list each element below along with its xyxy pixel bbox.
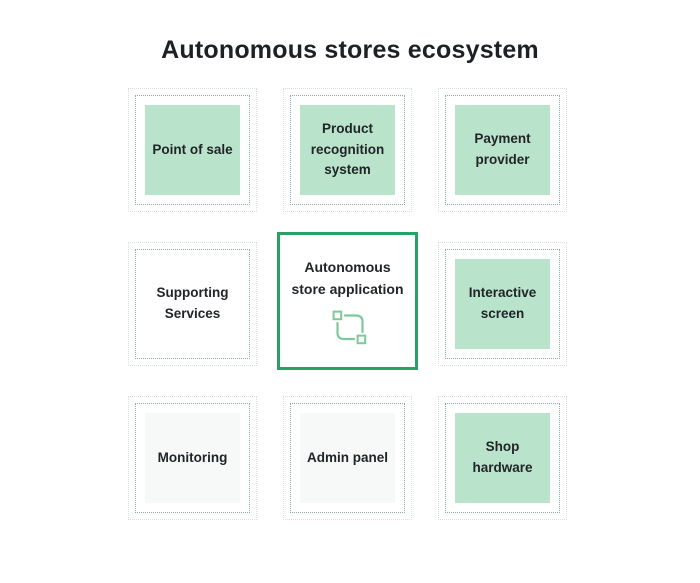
center-cell-content: Autonomous store application bbox=[280, 250, 415, 353]
cell-supporting-services: Supporting Services bbox=[128, 242, 257, 366]
cell-payment-provider: Payment provider bbox=[438, 88, 567, 212]
cell-autonomous-store-application: Autonomous store application bbox=[277, 232, 418, 370]
cell-label: Monitoring bbox=[145, 413, 240, 503]
cell-label: Supporting Services bbox=[156, 285, 229, 321]
cell-inner-frame: Product recognition system bbox=[290, 95, 405, 205]
cell-label: Shop hardware bbox=[455, 413, 550, 503]
cell-inner-frame: Admin panel bbox=[290, 403, 405, 513]
transform-icon bbox=[332, 310, 366, 345]
cell-inner-frame: Payment provider bbox=[445, 95, 560, 205]
cell-label: Interactive screen bbox=[455, 259, 550, 349]
cell-point-of-sale: Point of sale bbox=[128, 88, 257, 212]
cell-inner-frame: Supporting Services bbox=[135, 249, 250, 359]
cell-label: Admin panel bbox=[300, 413, 395, 503]
cell-inner-frame: Shop hardware bbox=[445, 403, 560, 513]
cell-inner-frame: Interactive screen bbox=[445, 249, 560, 359]
cell-inner-frame: Monitoring bbox=[135, 403, 250, 513]
cell-inner-frame: Point of sale bbox=[135, 95, 250, 205]
page-title: Autonomous stores ecosystem bbox=[161, 36, 539, 64]
cell-admin-panel: Admin panel bbox=[283, 396, 412, 520]
cell-interactive-screen: Interactive screen bbox=[438, 242, 567, 366]
cell-shop-hardware: Shop hardware bbox=[438, 396, 567, 520]
ecosystem-grid: Point of sale Product recognition system… bbox=[128, 88, 567, 520]
cell-product-recognition-system: Product recognition system bbox=[283, 88, 412, 212]
cell-label: Payment provider bbox=[455, 105, 550, 195]
cell-label: Autonomous store application bbox=[291, 258, 404, 297]
cell-label: Product recognition system bbox=[300, 105, 395, 195]
cell-monitoring: Monitoring bbox=[128, 396, 257, 520]
cell-label: Point of sale bbox=[145, 105, 240, 195]
